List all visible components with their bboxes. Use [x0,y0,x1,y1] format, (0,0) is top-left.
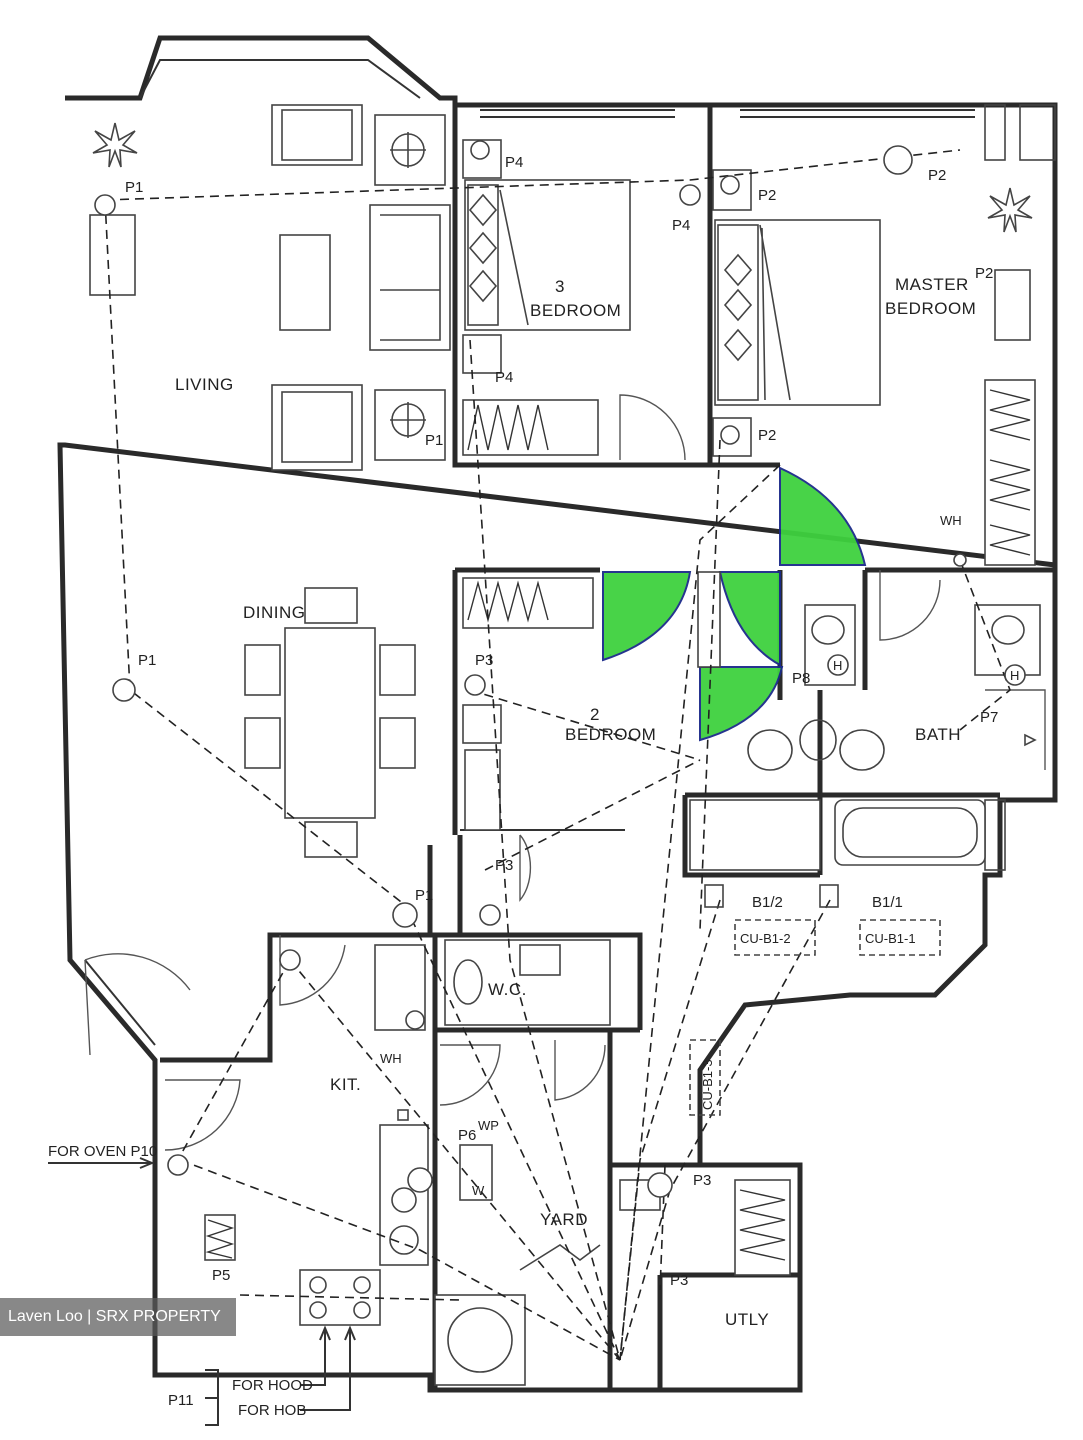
plants [92,122,1033,233]
label-wh: WH [380,1051,402,1066]
label-p8: P8 [792,670,810,687]
label-p6: P6 [458,1127,476,1144]
aircon-labels: B1/2 B1/1 CU-B1-2 CU-B1-1 CU-B1-3 [700,894,916,1110]
label-wc: W.C. [488,980,527,999]
label-yard: YARD [540,1210,588,1229]
highlight-bedroom2-door-right [718,571,781,667]
highlight-bedroom2-wardrobe-door [699,666,784,742]
label-cu-b1-1: CU-B1-1 [865,931,916,946]
power-points [94,140,1037,1198]
label-p7: P7 [980,709,998,726]
label-for-oven: FOR OVEN P10 [48,1143,157,1160]
label-heater: H [1010,668,1019,683]
annotation-lines [48,1157,356,1426]
label-cu-b1-2: CU-B1-2 [740,931,791,946]
label-p3: P3 [495,857,513,874]
label-washer: W [472,1183,485,1198]
label-bedroom2-number: 2 [590,705,600,724]
label-bath: BATH [915,725,961,744]
label-living: LIVING [175,375,234,394]
label-for-hob: FOR HOB [238,1402,306,1419]
label-p4: P4 [505,154,523,171]
watermark: Laven Loo | SRX PROPERTY [0,1298,236,1336]
living-furniture [89,104,451,471]
bathroom-fixtures [204,604,1041,1386]
label-p1: P1 [415,887,433,904]
label-b1-2: B1/2 [752,894,783,911]
label-master-bedroom: BEDROOM [885,299,976,318]
label-p1: P1 [425,432,443,449]
interior-walls [84,105,1055,1390]
label-b1-1: B1/1 [872,894,903,911]
label-p3: P3 [670,1272,688,1289]
doors [84,394,1046,1151]
label-dining: DINING [243,603,306,622]
plant-living [92,122,138,168]
label-p1: P1 [125,179,143,196]
room-labels: LIVING DINING 3 BEDROOM MASTER BEDROOM 2… [175,275,976,1329]
aircon-units [689,884,941,1116]
label-wh: WH [940,513,962,528]
label-heater: H [833,658,842,673]
label-for-hood: FOR HOOD [232,1377,313,1394]
bedroom-furniture [462,139,1036,744]
label-master: MASTER [895,275,969,294]
annotations: FOR OVEN P10 P11 FOR HOOD FOR HOB [48,1143,313,1419]
label-p2: P2 [975,265,993,282]
label-p2: P2 [928,167,946,184]
highlight-bedroom2-door-left [602,571,692,662]
label-p4: P4 [672,217,690,234]
highlight-master-door [779,466,867,566]
label-p2: P2 [758,187,776,204]
label-bedroom3-number: 3 [555,277,565,296]
label-wp: WP [478,1118,499,1133]
label-p3: P3 [475,652,493,669]
label-bedroom2: BEDROOM [565,725,656,744]
highlighted-doors [602,466,867,742]
plant-master [987,187,1033,233]
wiring [104,149,1011,1361]
label-p2: P2 [758,427,776,444]
label-bedroom3: BEDROOM [530,301,621,320]
dining-furniture [244,587,416,858]
windows [480,104,1056,871]
label-utility: UTLY [725,1310,769,1329]
label-cu-b1-3: CU-B1-3 [700,1059,715,1110]
label-p4: P4 [495,369,513,386]
label-p3: P3 [693,1172,711,1189]
label-p5: P5 [212,1267,230,1284]
label-kitchen: KIT. [330,1075,361,1094]
label-p11: P11 [168,1392,194,1409]
label-p1: P1 [138,652,156,669]
point-labels: P1 P1 P1 P1 P2 P2 P2 P2 P3 P3 P3 P3 P4 P… [125,154,1019,1289]
